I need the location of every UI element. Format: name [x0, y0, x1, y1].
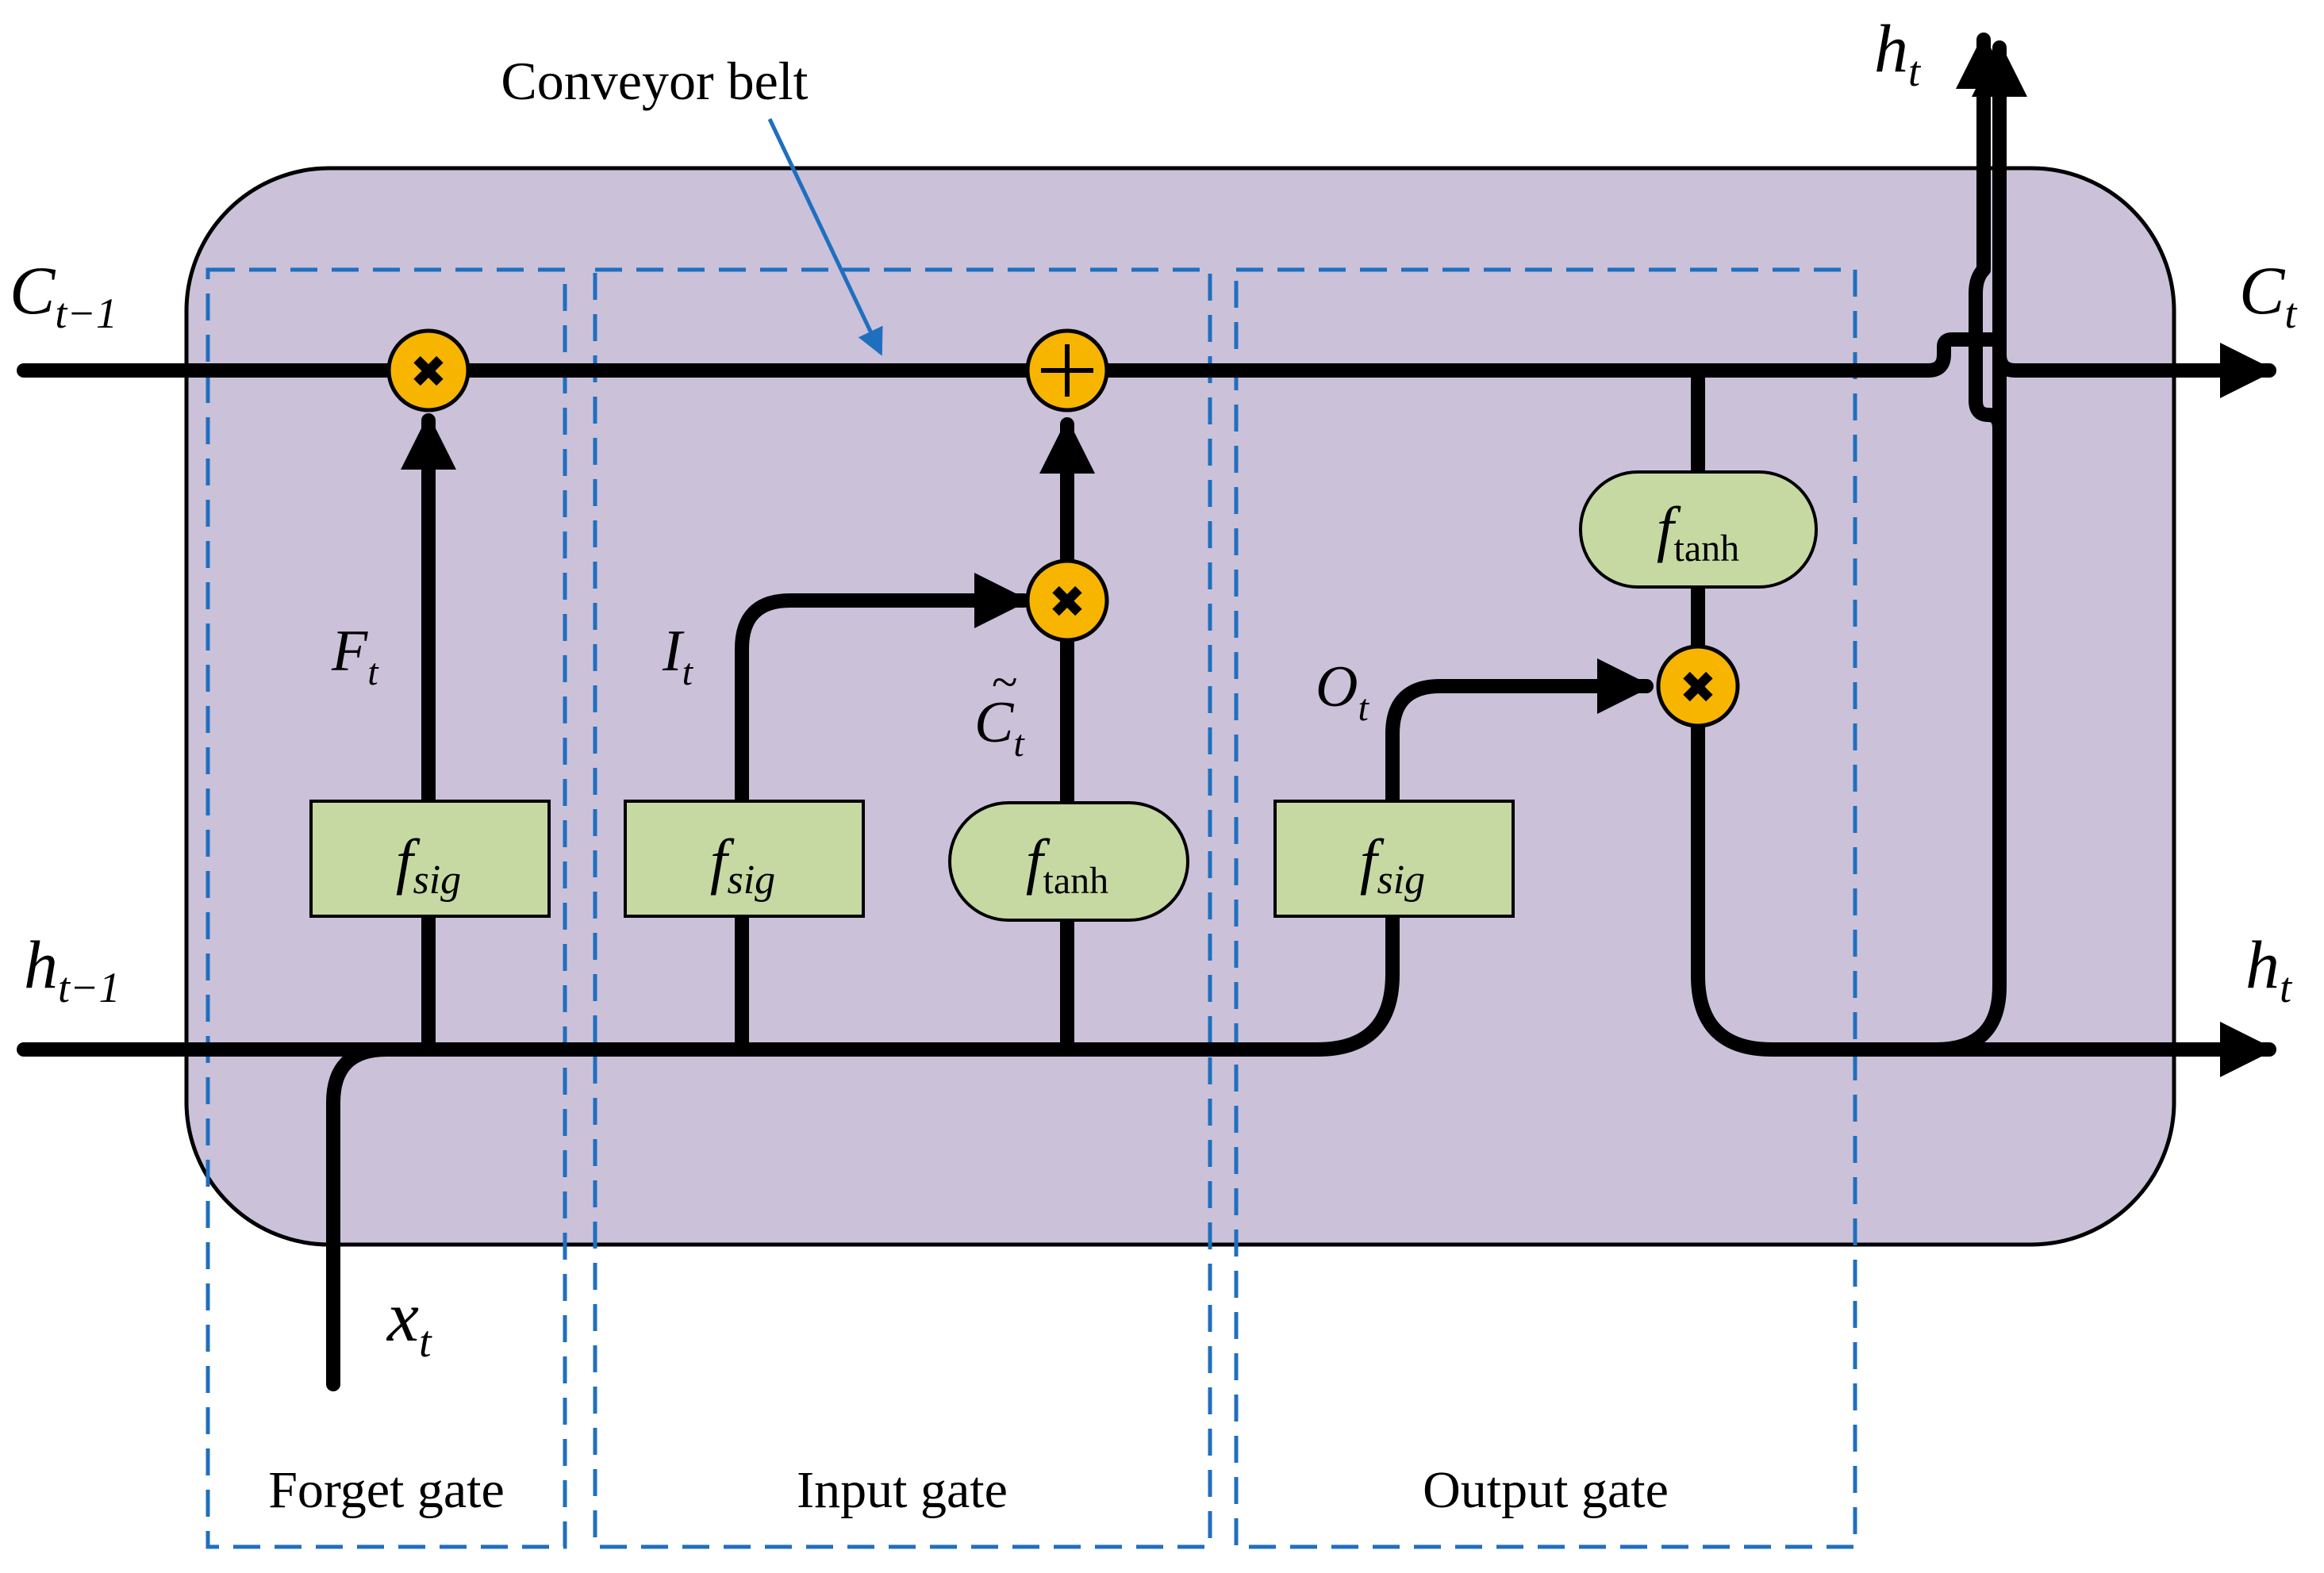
label-forget-signal: Ft [331, 619, 379, 693]
forget-gate-region [206, 267, 567, 1549]
label-candidate-signal: ~ Ct [974, 656, 1025, 765]
hidden-output-line [1691, 716, 2276, 1077]
sig-block-input: fsig [624, 800, 865, 918]
label-c-next: Ct [2239, 252, 2298, 337]
conveyor-belt-pointer [767, 117, 883, 356]
label-h-prev: ht−1 [24, 927, 120, 1011]
svg-text:Ct: Ct [974, 690, 1025, 765]
output-gate-label: Output gate [1423, 1461, 1669, 1519]
svg-text:✖: ✖ [1049, 577, 1086, 628]
label-output-signal: Ot [1316, 654, 1369, 729]
input-multiply-operator: ✖ [1025, 558, 1109, 643]
sig-block-forget: fsig [309, 800, 551, 918]
lstm-cell [184, 166, 2176, 1247]
svg-text:ftanh: ftanh [1026, 827, 1108, 902]
label-h-next-right: ht [2245, 927, 2293, 1011]
input-gate-arrow [735, 573, 1031, 808]
output-multiply-operator: ✖ [1656, 644, 1740, 728]
tanh-block-candidate: ftanh [948, 801, 1189, 922]
label-x-input: xt [386, 1278, 432, 1367]
input-gate-label: Input gate [797, 1461, 1008, 1519]
output-gate-region [1234, 267, 1857, 1549]
label-input-signal: It [662, 619, 694, 693]
svg-text:✖: ✖ [410, 347, 448, 398]
output-gate-arrow [1385, 658, 1654, 808]
input-gate-region [593, 267, 1212, 1549]
sig-block-output: fsig [1273, 800, 1515, 918]
hidden-state-line [17, 897, 1400, 1057]
label-h-next-top: ht [1874, 10, 1922, 95]
svg-text:✖: ✖ [1680, 662, 1717, 714]
conveyor-belt-label: Conveyor belt [501, 51, 808, 111]
input-x-line [326, 1042, 394, 1391]
forget-gate-label: Forget gate [268, 1461, 505, 1519]
hidden-top-line [1929, 33, 2011, 1057]
forget-multiply-operator: ✖ [386, 328, 471, 412]
add-operator [1025, 328, 1109, 412]
svg-text:~: ~ [992, 656, 1017, 708]
tanh-block-cell: ftanh [1579, 470, 1818, 589]
label-c-prev: Ct−1 [10, 252, 117, 337]
